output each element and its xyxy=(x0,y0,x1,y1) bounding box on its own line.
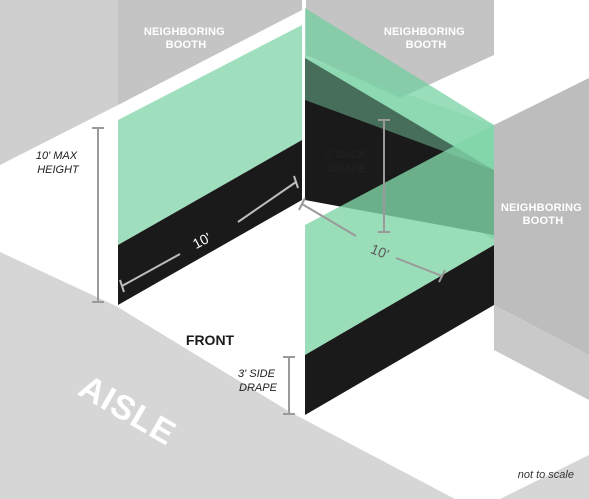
aisle-floor xyxy=(0,252,455,499)
not-to-scale-note: not to scale xyxy=(518,469,574,481)
back-drape-dimension xyxy=(378,119,390,233)
side-wall xyxy=(305,125,494,355)
front-label: FRONT xyxy=(186,332,235,348)
aisle-floor-right xyxy=(500,455,589,499)
back-wall xyxy=(118,25,302,245)
neighbor-booth-back-ghost xyxy=(0,0,118,165)
neighbor-right-label: NEIGHBORING BOOTH xyxy=(501,202,585,227)
depth-dimension xyxy=(298,197,446,283)
side-drape-dimension xyxy=(283,356,295,415)
max-height-dimension xyxy=(92,127,104,303)
side-drape-label: 3' SIDE DRAPE xyxy=(238,368,278,394)
neighbor-back-label: NEIGHBORING BOOTH xyxy=(384,26,468,51)
neighbor-booth-right-lower xyxy=(494,305,589,400)
neighbor-booth-left xyxy=(118,0,302,105)
back-wall-overlay xyxy=(305,58,494,170)
neighbor-booth-right xyxy=(494,78,589,355)
back-drape-label: 8' BACK DRAPE xyxy=(325,149,369,175)
width-dimension xyxy=(119,175,299,293)
side-drape xyxy=(305,245,494,415)
width-dimension-label: 10' xyxy=(190,229,214,252)
max-height-label: 10' MAX HEIGHT xyxy=(36,150,80,176)
depth-dimension-label: 10' xyxy=(368,241,391,263)
neighbor-left-label: NEIGHBORING BOOTH xyxy=(144,26,228,51)
